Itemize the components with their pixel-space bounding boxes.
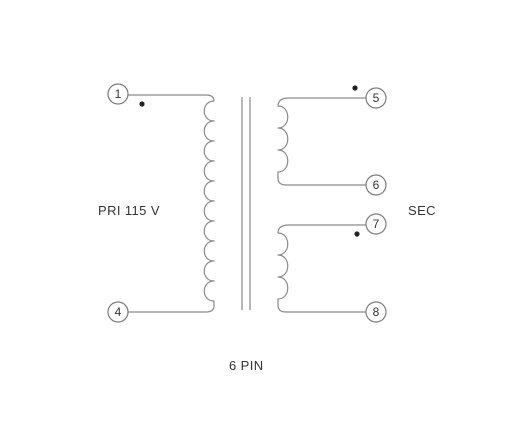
polarity-dot-secondary-lower [354, 231, 360, 237]
polarity-dot-secondary-upper [352, 85, 358, 91]
primary-coil [203, 100, 215, 306]
pin-7: 7 [365, 213, 387, 235]
secondary-lower-bottom-lead [277, 304, 366, 313]
pin-6-circle [365, 174, 387, 196]
secondary-lower-top-lead [277, 224, 366, 234]
secondary-upper-coil [277, 105, 289, 178]
pin-4-label: 4 [115, 305, 122, 319]
pin-5-label: 5 [373, 91, 380, 105]
pin-7-label: 7 [373, 217, 380, 231]
pin-1-circle [107, 83, 129, 105]
secondary-label: SEC [408, 203, 436, 218]
pin-1-label: 1 [115, 87, 122, 101]
pin-5-circle [365, 87, 387, 109]
secondary-upper-top-lead [277, 97, 366, 107]
pin-4: 4 [107, 301, 129, 323]
pin-5: 5 [365, 87, 387, 109]
pin-6-label: 6 [373, 178, 380, 192]
primary-label: PRI 115 V [98, 203, 160, 218]
primary-bottom-lead [127, 305, 215, 313]
pin-7-circle [365, 213, 387, 235]
primary-top-lead [127, 94, 215, 102]
pin-4-circle [107, 301, 129, 323]
package-label: 6 PIN [229, 358, 264, 373]
pin-8: 8 [365, 301, 387, 323]
secondary-lower-coil [277, 232, 289, 305]
pin-8-circle [365, 301, 387, 323]
polarity-dot-primary [139, 101, 145, 107]
pin-8-label: 8 [373, 305, 380, 319]
pin-6: 6 [365, 174, 387, 196]
secondary-upper-bottom-lead [277, 177, 366, 186]
pin-1: 1 [107, 83, 129, 105]
